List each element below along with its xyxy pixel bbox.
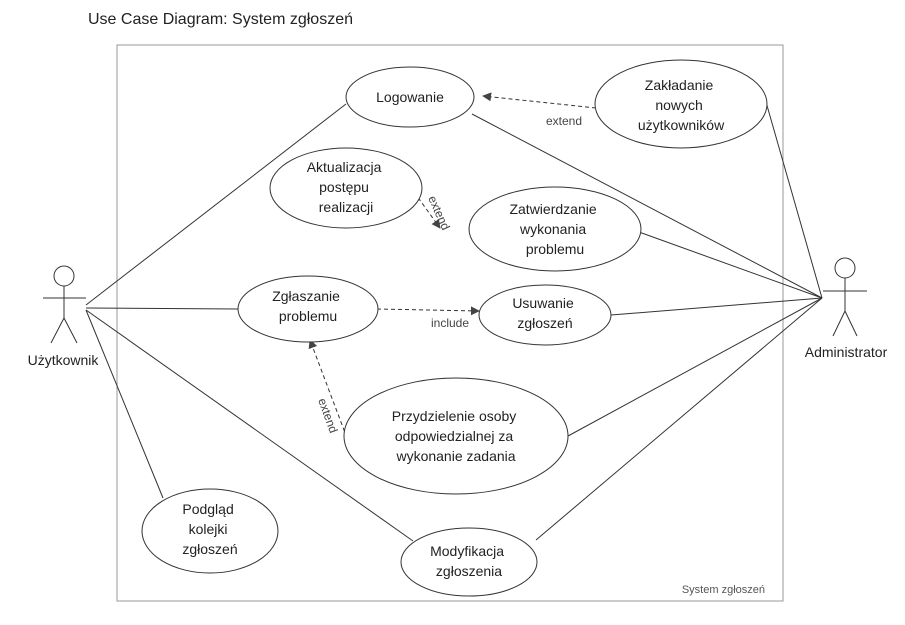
use-case-zatwierdzanie[interactable]: Zatwierdzanie wykonania problemu [468,186,642,272]
assoc-admin-logowanie [471,113,823,299]
use-case-usuwanie[interactable]: Usuwanie zgłoszeń [478,284,612,346]
actor-user[interactable]: Użytkownik [28,265,100,368]
assoc-user-logowanie [85,103,347,306]
assoc-user-zglaszanie [85,307,239,310]
use-case-modyfikacja[interactable]: Modyfikacja zgłoszenia [400,527,538,597]
use-case-aktualizacja[interactable]: Aktualizacja postępu realizacji [269,147,423,229]
use-case-podglad-shape [141,488,279,574]
actor-admin-label: Administrator [805,344,888,360]
extend-label-zakladanie: extend [546,114,582,128]
user-associations [85,103,414,542]
use-case-aktualizacja-shape [269,147,423,229]
extend-arrow-przydzielenie-zglaszanie [308,339,348,439]
use-case-zatwierdzanie-shape [468,186,642,272]
use-case-przydzielenie[interactable]: Przydzielenie osoby odpowiedzialnej za w… [343,377,569,495]
assoc-admin-usuwanie [610,297,823,316]
use-case-logowanie[interactable]: Logowanie [345,66,475,128]
use-case-logowanie-label: Logowanie [376,89,444,105]
assoc-user-podglad [85,309,164,499]
assoc-admin-zakladanie [765,101,823,299]
use-case-usuwanie-shape [478,284,612,346]
use-case-aktualizacja-label: Aktualizacja postępu realizacji [307,159,386,215]
use-case-usuwanie-label: Usuwanie zgłoszeń [512,295,577,331]
include-arrow-zglaszanie-usuwanie [376,306,480,316]
admin-actor-icon [823,257,867,337]
use-case-podglad[interactable]: Podgląd kolejki zgłoszeń [141,488,279,574]
assoc-admin-przydzielenie [567,297,823,437]
actor-admin[interactable]: Administrator [805,257,888,360]
include-label-zglaszanie: include [431,316,469,330]
extend-arrow-zakladanie-logowanie [482,92,597,109]
use-case-zglaszanie[interactable]: Zgłaszanie problemu [237,275,379,343]
system-boundary-label: System zgłoszeń [682,584,765,596]
diagram-title: Use Case Diagram: System zgłoszeń [88,11,353,28]
assoc-admin-zatwierdzanie [638,231,823,299]
assoc-user-modyfikacja [85,309,414,542]
use-case-zatwierdzanie-label: Zatwierdzanie wykonania problemu [509,201,600,257]
use-case-przydzielenie-shape [343,377,569,495]
use-case-modyfikacja-shape [400,527,538,597]
use-case-modyfikacja-label: Modyfikacja zgłoszenia [430,543,508,579]
actor-user-label: Użytkownik [28,352,100,368]
admin-associations [471,101,823,541]
use-case-zakladanie-shape [594,59,768,149]
use-case-zglaszanie-shape [237,275,379,343]
use-case-zakladanie[interactable]: Zakładanie nowych użytkowników [594,59,768,149]
use-case-przydzielenie-label: Przydzielenie osoby odpowiedzialnej za w… [392,408,520,464]
use-case-logowanie-shape [345,66,475,128]
assoc-admin-modyfikacja [535,297,823,541]
use-case-zakladanie-label: Zakładanie nowych użytkowników [638,77,725,133]
user-actor-icon [43,265,86,344]
use-case-podglad-label: Podgląd kolejki zgłoszeń [182,501,237,557]
use-case-zglaszanie-label: Zgłaszanie problemu [272,288,344,324]
